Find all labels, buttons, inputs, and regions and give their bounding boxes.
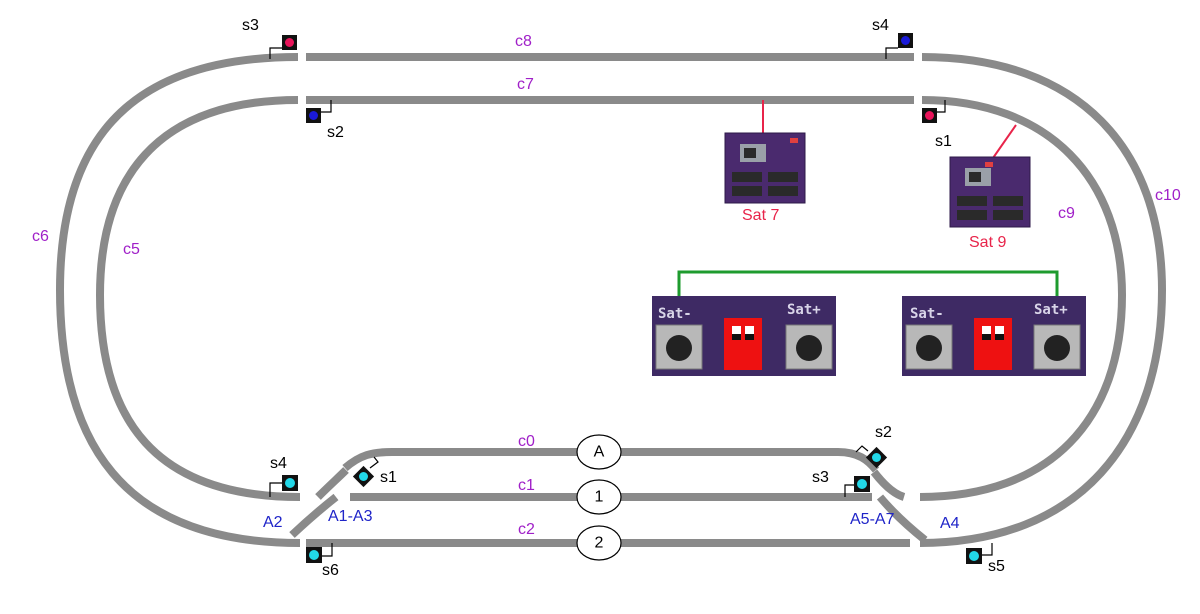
label-c2: c2 [518, 521, 535, 538]
panel-left-sat-minus-button[interactable] [655, 324, 703, 370]
turnout-labels: A1-A3 A2 A4 A5-A7 [263, 508, 960, 532]
label-c7: c7 [517, 76, 534, 93]
signal-bot-s4-label: s4 [270, 455, 287, 472]
sat9-link-line [992, 124, 1017, 159]
track-crossover-left [289, 493, 339, 538]
signal-bot-s4[interactable]: s4 [269, 455, 298, 497]
signal-bot-s2-lamp [872, 453, 881, 462]
signal-top-s1-label: s1 [935, 133, 952, 150]
panel-left-sat-minus-label: Sat- [658, 306, 692, 322]
station-a-label: A [594, 444, 605, 461]
signal-bot-s6[interactable]: s6 [306, 543, 339, 579]
station-2[interactable]: 2 [576, 525, 622, 561]
track-crossover-right-2 [870, 469, 906, 501]
signal-top-s1[interactable]: s1 [922, 100, 952, 150]
signal-top-s2-lamp [309, 111, 318, 120]
signal-top-s4-label: s4 [872, 17, 889, 34]
track-crossover-left-2 [315, 467, 349, 500]
button-panel-left: Sat- Sat+ [652, 296, 836, 376]
station-1-label: 1 [595, 489, 604, 506]
panel-right-sat-plus-button[interactable] [1033, 324, 1081, 370]
station-2-label: 2 [595, 535, 604, 552]
signal-bot-s3-label: s3 [812, 469, 829, 486]
panel-left-dip-switch[interactable] [724, 318, 762, 370]
signal-top-s1-lamp [925, 111, 934, 120]
signal-bot-s6-label: s6 [322, 562, 339, 579]
station-a[interactable]: A [576, 434, 622, 470]
signal-bot-s3-lamp [857, 479, 867, 489]
panel-left-sat-plus-label: Sat+ [787, 302, 821, 318]
panel-right-dip-switch[interactable] [974, 318, 1012, 370]
signal-top-s3-lamp [285, 38, 294, 47]
label-a1-a3: A1-A3 [328, 508, 373, 525]
panel-right-sat-minus-button[interactable] [905, 324, 953, 370]
label-a4: A4 [940, 515, 960, 532]
signal-bot-s6-lamp [309, 550, 319, 560]
signal-top-s3[interactable]: s3 [242, 17, 297, 59]
signal-top-s2-label: s2 [327, 124, 344, 141]
signal-bot-s2-label: s2 [875, 424, 892, 441]
label-a5-a7: A5-A7 [850, 511, 895, 528]
signal-bot-s3[interactable]: s3 [812, 469, 870, 497]
sat9-board[interactable] [949, 156, 1031, 228]
label-a2: A2 [263, 514, 283, 531]
panel-right-sat-plus-label: Sat+ [1034, 302, 1068, 318]
signal-bot-s1-label: s1 [380, 469, 397, 486]
label-c5: c5 [123, 241, 140, 258]
station-1[interactable]: 1 [576, 479, 622, 515]
signal-bot-s5-lamp [969, 551, 979, 561]
signal-top-s2[interactable]: s2 [306, 100, 344, 141]
label-c1: c1 [518, 477, 535, 494]
track-c9 [919, 96, 1127, 501]
signal-bot-s4-lamp [285, 478, 295, 488]
label-c10: c10 [1155, 187, 1181, 204]
signal-top-s3-label: s3 [242, 17, 259, 34]
signal-bot-s1-lamp [359, 472, 368, 481]
label-c8: c8 [515, 33, 532, 50]
label-c0: c0 [518, 433, 535, 450]
sat9-label: Sat 9 [969, 234, 1006, 251]
track-crossover-right [876, 494, 928, 544]
track-c6 [55, 53, 301, 547]
track-c10 [919, 53, 1167, 547]
signal-bot-s2[interactable]: s2 [855, 424, 892, 469]
signal-bot-s5[interactable]: s5 [966, 543, 1005, 575]
circuit-labels: c8 c7 c6 c5 c9 c10 c0 c1 c2 [32, 33, 1181, 538]
signal-bot-s5-label: s5 [988, 558, 1005, 575]
label-c6: c6 [32, 228, 49, 245]
panel-right-sat-minus-label: Sat- [910, 306, 944, 322]
sat7-label: Sat 7 [742, 207, 779, 224]
signal-top-s4-lamp [901, 36, 910, 45]
panel-left-sat-plus-button[interactable] [785, 324, 833, 370]
track-c5 [95, 96, 301, 501]
sat7-board[interactable] [724, 132, 806, 204]
button-panel-right: Sat- Sat+ [902, 296, 1086, 376]
label-c9: c9 [1058, 205, 1075, 222]
signal-top-s4[interactable]: s4 [872, 17, 913, 59]
